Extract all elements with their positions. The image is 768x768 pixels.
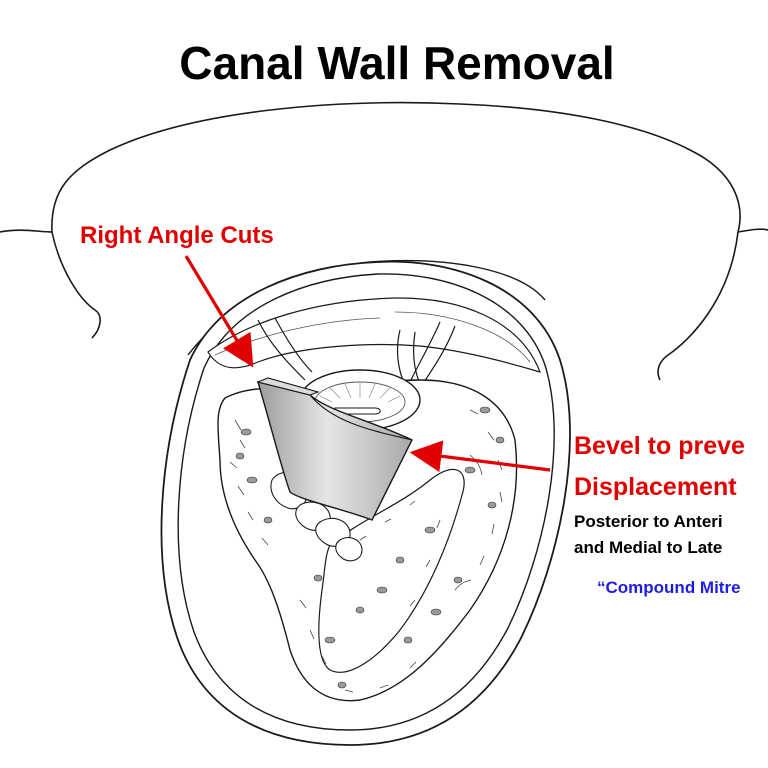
label-direction-line1: Posterior to Anteri (574, 512, 723, 531)
right-angle-cuts-arrow (184, 255, 254, 368)
cavity-spots (235, 406, 505, 689)
cavity-ridge (318, 468, 465, 673)
auricle-outline (0, 101, 768, 233)
label-direction-line2: and Medial to Late (574, 538, 723, 557)
label-bevel-line2: Displacement (574, 473, 737, 501)
label-compound-mitre: “Compound Mitre (597, 578, 741, 597)
auricle-lower-right (657, 231, 739, 381)
label-right-angle-cuts: Right Angle Cuts (80, 222, 274, 249)
diagram-title: Canal Wall Removal (179, 37, 615, 89)
bevel-arrow (409, 440, 551, 473)
auricle-lower-left (51, 231, 101, 339)
ossicle-strut-left (257, 319, 306, 381)
superior-wall (207, 297, 542, 373)
malleus-handle (334, 407, 381, 415)
ossicle-strut-right (409, 321, 441, 383)
beveled-wall-segment (256, 381, 413, 521)
label-bevel-line1: Bevel to preve (574, 432, 745, 460)
